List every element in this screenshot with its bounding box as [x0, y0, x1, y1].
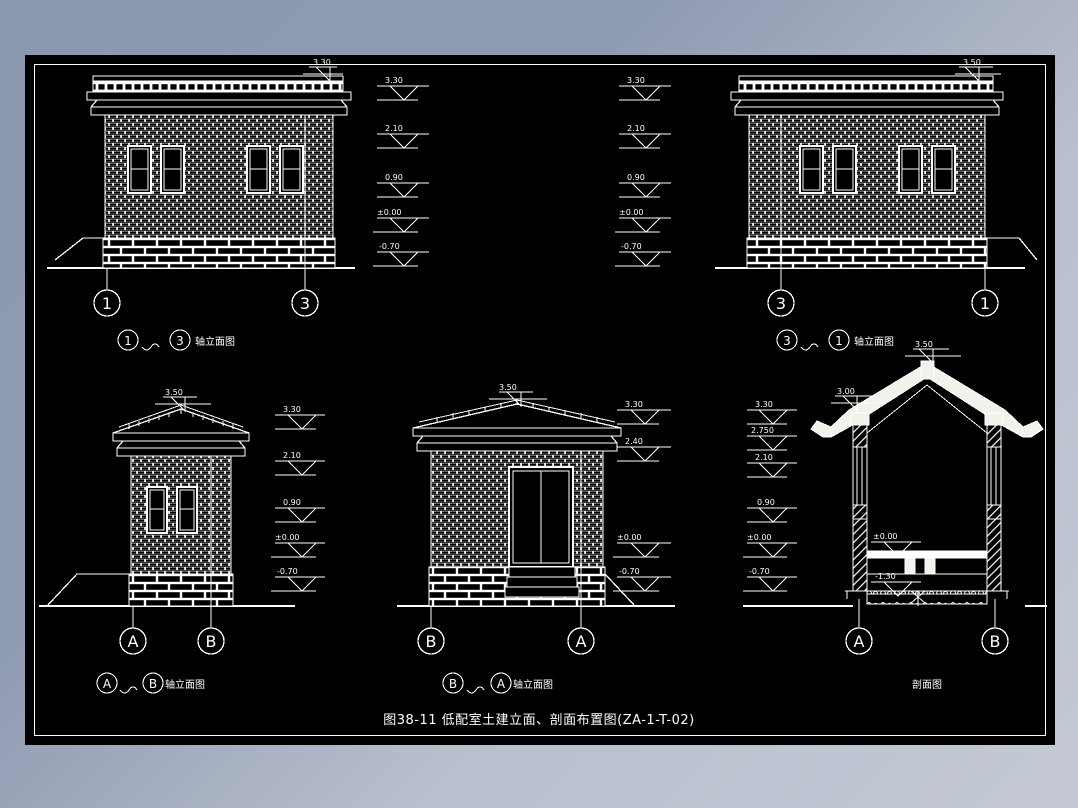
caption-axis-right: 3: [176, 334, 184, 348]
axis-marker-label: A: [854, 632, 865, 651]
roof-level-value: 3.30: [313, 58, 331, 67]
elevation-view-a-b: [39, 396, 295, 694]
level-value: 0.90: [627, 173, 645, 182]
axis-marker-label: A: [576, 632, 587, 651]
axis-marker-label: 3: [776, 294, 786, 313]
view-caption: 剖面图: [912, 678, 942, 691]
level-values-b-a: 3.30 2.40 ±0.00 -0.70: [617, 400, 643, 576]
drawing-border-frame: [34, 64, 1046, 736]
level-value: -0.70: [619, 567, 640, 576]
level-value: 0.90: [385, 173, 403, 182]
level-value: 0.90: [757, 498, 775, 507]
level-value: ±0.00: [619, 208, 644, 217]
axis-marker-label: 1: [980, 294, 990, 313]
level-value: -0.70: [379, 242, 400, 251]
level-value: 3.30: [625, 400, 643, 409]
level-ladder-a-b: [271, 414, 325, 592]
level-value: 0.90: [283, 498, 301, 507]
interior-level-value: -1.30: [875, 572, 896, 581]
axis-marker-label: 3: [300, 294, 310, 313]
view-caption: 轴立面图: [854, 335, 894, 348]
level-value: ±0.00: [617, 533, 642, 542]
level-values-a-b: 3.30 2.10 0.90 ±0.00 -0.70: [275, 405, 301, 576]
view-caption: 轴立面图: [165, 678, 205, 691]
caption-axis-right: B: [149, 677, 157, 691]
drawing-title: 图38-11 低配室土建立面、剖面布置图(ZA-1-T-02): [383, 713, 695, 728]
section-view: [743, 348, 1047, 655]
axis-marker-label: B: [206, 632, 217, 651]
axis-marker-label: 1: [102, 294, 112, 313]
caption-axis-left: A: [103, 677, 112, 691]
view-caption: 轴立面图: [195, 335, 235, 348]
elevation-view-1-3: [47, 66, 355, 351]
level-value: 2.10: [755, 453, 773, 462]
view-caption: 轴立面图: [513, 678, 553, 691]
caption-axis-left: B: [449, 677, 457, 691]
roof-level-value: 3.50: [915, 340, 933, 349]
caption-axis-right: A: [497, 677, 506, 691]
level-value: ±0.00: [275, 533, 300, 542]
level-value: ±0.00: [747, 533, 772, 542]
interior-level-value: ±0.00: [873, 532, 898, 541]
level-value: -0.70: [749, 567, 770, 576]
cad-drawing: 3.30 2.10 0.90 ±0.00 -0.70 3.30 1 3 1 3 …: [39, 58, 1047, 694]
level-value: 3.30: [627, 76, 645, 85]
level-values-1-3: 3.30 2.10 0.90 ±0.00 -0.70: [377, 76, 403, 251]
roof-level-value: 3.50: [499, 383, 517, 392]
level-value: 2.10: [283, 451, 301, 460]
eave-level-value: 3.00: [837, 387, 855, 396]
level-values-section: 3.30 2.750 2.10 0.90 ±0.00 -0.70: [747, 400, 775, 576]
level-value: 3.30: [385, 76, 403, 85]
level-value: ±0.00: [377, 208, 402, 217]
level-value: -0.70: [277, 567, 298, 576]
caption-axis-left: 3: [783, 334, 791, 348]
level-ladder-b-a: [613, 409, 671, 592]
level-value: 2.40: [625, 437, 643, 446]
level-value: 2.10: [627, 124, 645, 133]
caption-axis-right: 1: [835, 334, 843, 348]
level-value: 3.30: [283, 405, 301, 414]
elevation-view-3-1: [715, 66, 1038, 351]
level-ladder-section: [743, 409, 797, 592]
caption-axis-left: 1: [124, 334, 132, 348]
level-value: 3.30: [755, 400, 773, 409]
level-ladder-3-1: [615, 85, 671, 267]
level-value: 2.10: [385, 124, 403, 133]
axis-marker-label: B: [426, 632, 437, 651]
axis-marker-label: A: [128, 632, 139, 651]
roof-level-value: 3.50: [963, 58, 981, 67]
roof-level-value: 3.50: [165, 388, 183, 397]
level-value: 2.750: [751, 426, 774, 435]
level-ladder-1-3: [373, 85, 429, 267]
axis-marker-label: B: [990, 632, 1001, 651]
level-value: -0.70: [621, 242, 642, 251]
level-values-3-1: 3.30 2.10 0.90 ±0.00 -0.70: [619, 76, 645, 251]
